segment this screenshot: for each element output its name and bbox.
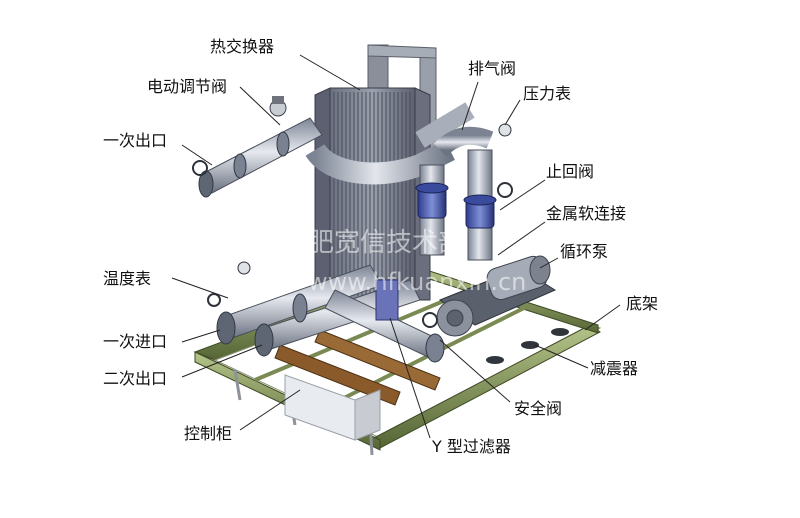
leader-safety-valve [439,339,511,403]
label-damper: 减震器 [590,359,639,378]
leader-circ-pump [539,257,559,269]
leader-primary-outlet [181,144,213,166]
leader-base-frame [584,304,621,331]
label-pressure-gauge: 压力表 [523,84,572,103]
leader-exhaust-valve [461,81,479,131]
label-exhaust-valve: 排气阀 [468,59,517,78]
instruments [192,96,513,328]
leader-check-valve [499,179,546,211]
watermark-text: 合肥宽信技术部 [282,228,465,258]
label-thermometer: 温度表 [103,269,152,288]
label-electric-valve: 电动调节阀 [147,77,228,96]
leader-thermometer [171,277,229,299]
label-control-cabinet: 控制柜 [184,424,233,443]
label-check-valve: 止回阀 [546,162,595,181]
leader-heat-exchanger [299,54,361,91]
control-cabinet [284,374,381,441]
label-safety-valve: 安全阀 [514,399,563,418]
label-metal-flex: 金属软连接 [546,204,627,223]
leader-y-filter [389,317,431,439]
label-secondary-outlet: 二次出口 [103,369,168,388]
watermark-url: www.hfkuanxin.cn [308,268,527,296]
leader-lines [171,54,621,439]
label-primary-inlet: 一次进口 [103,332,168,351]
label-circ-pump: 循环泵 [560,242,609,261]
label-heat-exchanger: 热交换器 [210,37,275,56]
pipework [198,102,497,363]
leader-pressure-gauge [504,99,521,126]
dampers [486,328,569,364]
label-primary-outlet: 一次出口 [103,131,168,150]
leader-primary-inlet [181,329,221,343]
label-y-filter: Y 型过滤器 [432,437,511,456]
leader-metal-flex [497,221,546,256]
leader-damper [534,344,589,369]
leader-control-cabinet [239,389,301,431]
circulation-pump [436,255,557,337]
leader-electric-valve [239,86,281,126]
leader-secondary-outlet [181,344,263,378]
label-base-frame: 底架 [626,294,659,313]
